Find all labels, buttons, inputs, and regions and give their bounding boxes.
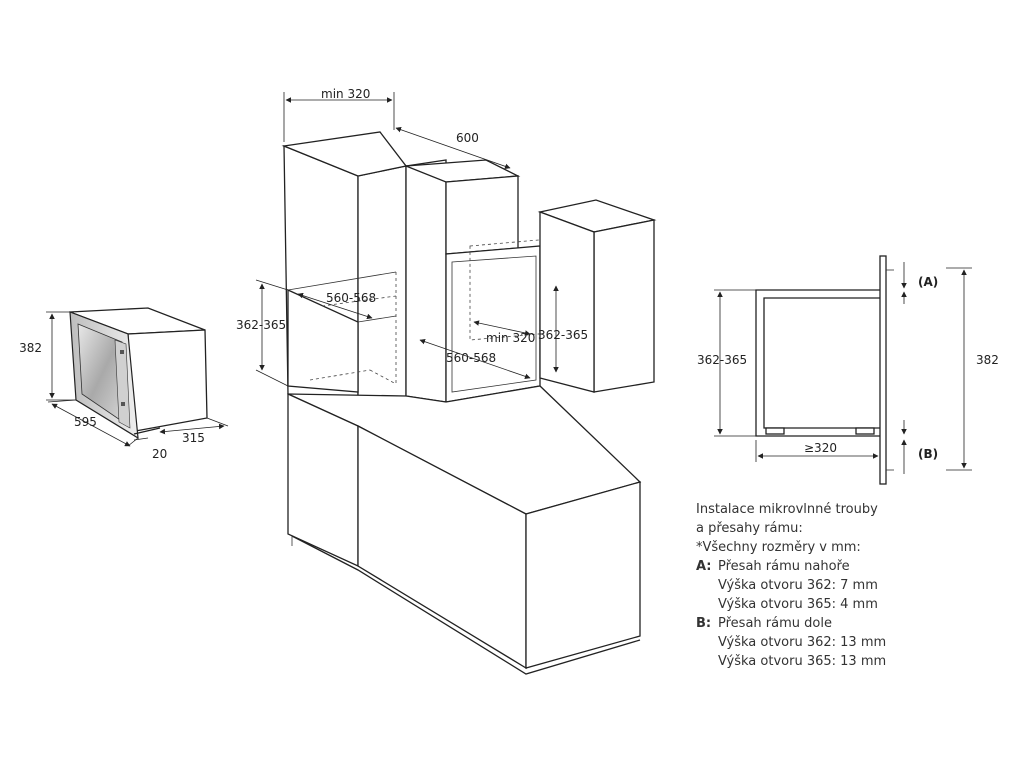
base-cabinet-side (525, 481, 641, 669)
side-dimensions: (A) (B) 362-365 382 ≥320 (697, 262, 999, 474)
niche-width-2-dimension (419, 338, 531, 380)
right-cabinet-side (593, 219, 655, 393)
notes-b-item-2: Výška otvoru 365: 13 mm (718, 654, 887, 669)
wall-cabinet-front (445, 175, 519, 255)
notes-a-key: A: (696, 559, 712, 574)
width-min-label: min 320 (321, 87, 370, 101)
cabinet-dimensions: min 320 600 362-365 560-568 min 320 362-… (236, 87, 588, 387)
niche-depth-label: min 320 (486, 331, 535, 345)
control-button (120, 350, 124, 354)
notes-b: B: Přesah rámu dole (696, 614, 1016, 633)
microwave-dimensions: 382 595 315 20 (19, 311, 229, 461)
niche-width-label: 560-568 (326, 291, 376, 305)
frame-base-edge (133, 427, 161, 435)
depth-dimension (395, 127, 511, 169)
frame-depth-dimension (133, 437, 149, 441)
notes-b-item-1: Výška otvoru 362: 13 mm (718, 635, 887, 650)
niche-height-2-label: 362-365 (538, 328, 588, 342)
microwave-side (127, 329, 208, 433)
niche-width-2-label: 560-568 (446, 351, 496, 365)
width-label: 595 (74, 415, 97, 429)
niche-width-dimension (297, 292, 373, 320)
total-height-label: 382 (976, 353, 999, 367)
niche-depth-dimension (473, 320, 531, 336)
foot-left (765, 427, 785, 435)
installation-notes: Instalace mikrovlnné trouby a přesahy rá… (696, 500, 1016, 671)
notes-units: *Všechny rozměry v mm: (696, 540, 861, 555)
niche-right-dashed (469, 235, 585, 341)
plinth (291, 535, 641, 675)
side-section-view (755, 255, 894, 485)
notes-b-key: B: (696, 616, 712, 631)
foot-right (855, 427, 875, 435)
frame-depth-label: 20 (152, 447, 167, 461)
depth-dimension (159, 423, 225, 435)
depth-label: ≥320 (804, 441, 837, 455)
kitchen-cabinets (281, 131, 657, 675)
overhang-a-label: (A) (918, 275, 938, 289)
notes-title-1: Instalace mikrovlnné trouby (696, 502, 878, 517)
niche-height-label: 362-365 (236, 318, 286, 332)
notes-b-label: Přesah rámu dole (718, 616, 832, 631)
width-dimension (51, 403, 131, 447)
notes-a-label: Přesah rámu nahoře (718, 559, 850, 574)
height-label: 382 (19, 341, 42, 355)
notes-title-2: a přesahy rámu: (696, 521, 803, 536)
depth-label: 315 (182, 431, 205, 445)
notes-a: A: Přesah rámu nahoře (696, 557, 1016, 576)
niche-height-label: 362-365 (697, 353, 747, 367)
niche-outline (755, 289, 880, 437)
notes-a-item-2: Výška otvoru 365: 4 mm (718, 597, 878, 612)
front-frame-plate (879, 255, 887, 485)
notes-a-item-1: Výška otvoru 362: 7 mm (718, 578, 878, 593)
appliance-body (763, 297, 880, 429)
niche-right-back (445, 245, 541, 403)
wall-cabinet-1 (405, 159, 447, 403)
control-button (121, 402, 125, 406)
right-cabinet-front (539, 211, 595, 393)
overhang-b-label: (B) (918, 447, 938, 461)
depth-label: 600 (456, 131, 479, 145)
